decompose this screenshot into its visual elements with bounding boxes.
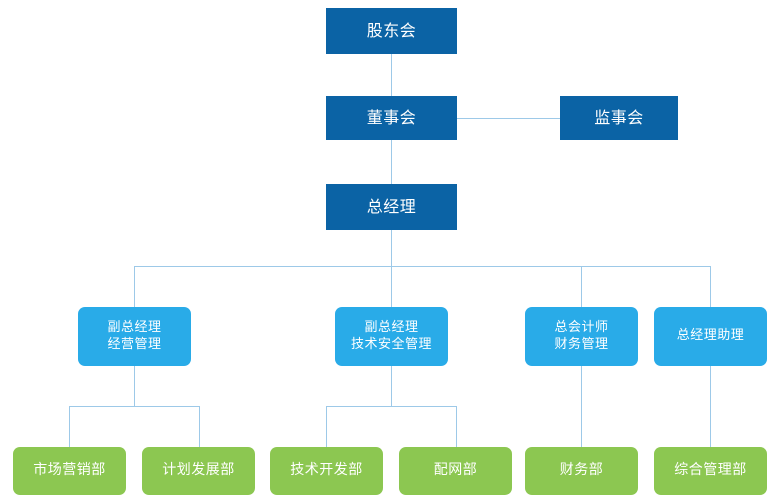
node-shareholders-line-1: 股东会	[366, 20, 417, 40]
connector-shareholders-to-board	[391, 54, 392, 100]
node-deputy-gm-tech-safety-line-1: 副总经理	[364, 319, 419, 335]
node-chief-accountant-line-1: 总会计师	[554, 319, 609, 335]
connector-board-to-supervisors	[457, 118, 560, 119]
connector-bus-to-deputy-gm-operations	[134, 266, 135, 307]
connector-bus-to-dept-marketing	[69, 406, 70, 447]
connector-bus-to-gm-assistant	[710, 266, 711, 307]
node-dept-tech-dev[interactable]: 技术开发部	[270, 447, 383, 495]
node-supervisors-line-1: 监事会	[594, 107, 644, 127]
connector-bus-to-chief-accountant	[581, 266, 582, 307]
node-dept-general-admin-line-1: 综合管理部	[674, 462, 747, 479]
connector-bus-to-deputy-gm-tech-safety	[391, 266, 392, 307]
node-dept-distribution-network[interactable]: 配网部	[399, 447, 512, 495]
node-shareholders[interactable]: 股东会	[326, 8, 457, 54]
node-deputy-gm-operations[interactable]: 副总经理 经营管理	[78, 307, 191, 366]
node-chief-accountant[interactable]: 总会计师 财务管理	[525, 307, 638, 366]
node-chief-accountant-line-2: 财务管理	[554, 336, 609, 352]
node-board-line-1: 董事会	[366, 107, 417, 127]
connector-deputy-gm-tech-safety-bus	[326, 406, 457, 407]
node-gm-assistant[interactable]: 总经理助理	[654, 307, 767, 366]
node-dept-planning[interactable]: 计划发展部	[142, 447, 255, 495]
node-deputy-gm-operations-line-1: 副总经理	[107, 319, 162, 335]
node-deputy-gm-tech-safety[interactable]: 副总经理 技术安全管理	[335, 307, 448, 366]
node-dept-tech-dev-line-1: 技术开发部	[290, 462, 363, 479]
node-dept-general-admin[interactable]: 综合管理部	[654, 447, 767, 495]
connector-board-to-general-manager	[391, 140, 392, 184]
node-deputy-gm-operations-line-2: 经营管理	[107, 336, 162, 352]
node-dept-finance[interactable]: 财务部	[525, 447, 638, 495]
connector-chief-accountant-to-dept-finance	[581, 366, 582, 447]
node-dept-distribution-network-line-1: 配网部	[433, 462, 478, 479]
node-board[interactable]: 董事会	[326, 96, 457, 140]
node-dept-finance-line-1: 财务部	[559, 462, 604, 479]
connector-level4-bus	[134, 266, 710, 267]
connector-bus-to-dept-planning	[199, 406, 200, 447]
node-dept-marketing-line-1: 市场营销部	[33, 462, 106, 479]
connector-bus-to-dept-distribution-network	[456, 406, 457, 447]
node-general-manager-line-1: 总经理	[366, 196, 417, 216]
node-dept-marketing[interactable]: 市场营销部	[13, 447, 126, 495]
connector-deputy-gm-operations-bus	[69, 406, 200, 407]
node-deputy-gm-tech-safety-line-2: 技术安全管理	[350, 336, 432, 352]
node-dept-planning-line-1: 计划发展部	[162, 462, 235, 479]
node-gm-assistant-line-1: 总经理助理	[676, 328, 745, 344]
connector-general-manager-down	[391, 230, 392, 266]
node-supervisors[interactable]: 监事会	[560, 96, 678, 140]
connector-gm-assistant-to-dept-general-admin	[710, 366, 711, 447]
connector-deputy-gm-operations-down	[134, 366, 135, 406]
connector-bus-to-dept-tech-dev	[326, 406, 327, 447]
connector-deputy-gm-tech-safety-down	[391, 366, 392, 406]
node-general-manager[interactable]: 总经理	[326, 184, 457, 230]
